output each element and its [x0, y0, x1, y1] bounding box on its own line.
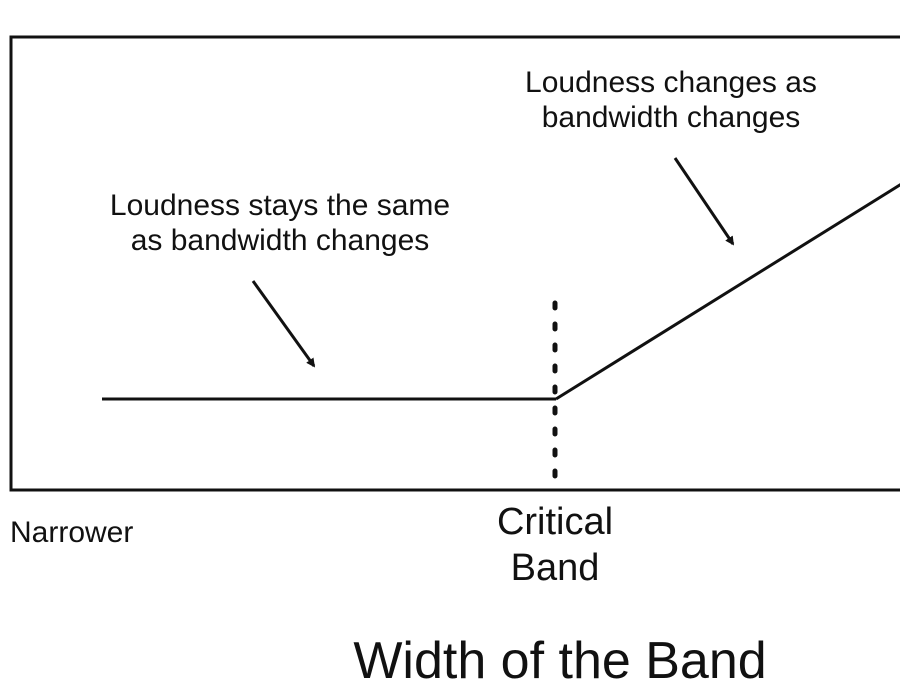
axis-left-label: Narrower	[10, 516, 134, 549]
axis-title: Width of the Band	[353, 632, 767, 690]
annotation-flat-line1: Loudness stays the same	[109, 189, 451, 222]
annotation-rising-line1: Loudness changes as	[525, 66, 817, 99]
right-annotation-arrow	[673, 157, 735, 246]
annotation-flat-line2: as bandwidth changes	[130, 223, 430, 257]
plot-frame	[9, 35, 900, 492]
annotation-rising-text: Loudness changes as bandwidth changes	[456, 66, 886, 135]
critical-band-label: Critical Band	[470, 500, 640, 591]
critical-band-label-line2: Band	[510, 546, 600, 589]
critical-band-label-line1: Critical	[496, 501, 614, 543]
left-annotation-arrow	[251, 280, 316, 368]
rising-loudness-line	[555, 183, 900, 401]
annotation-rising-line2: bandwidth changes	[541, 100, 801, 134]
annotation-flat-text: Loudness stays the same as bandwidth cha…	[40, 189, 520, 258]
